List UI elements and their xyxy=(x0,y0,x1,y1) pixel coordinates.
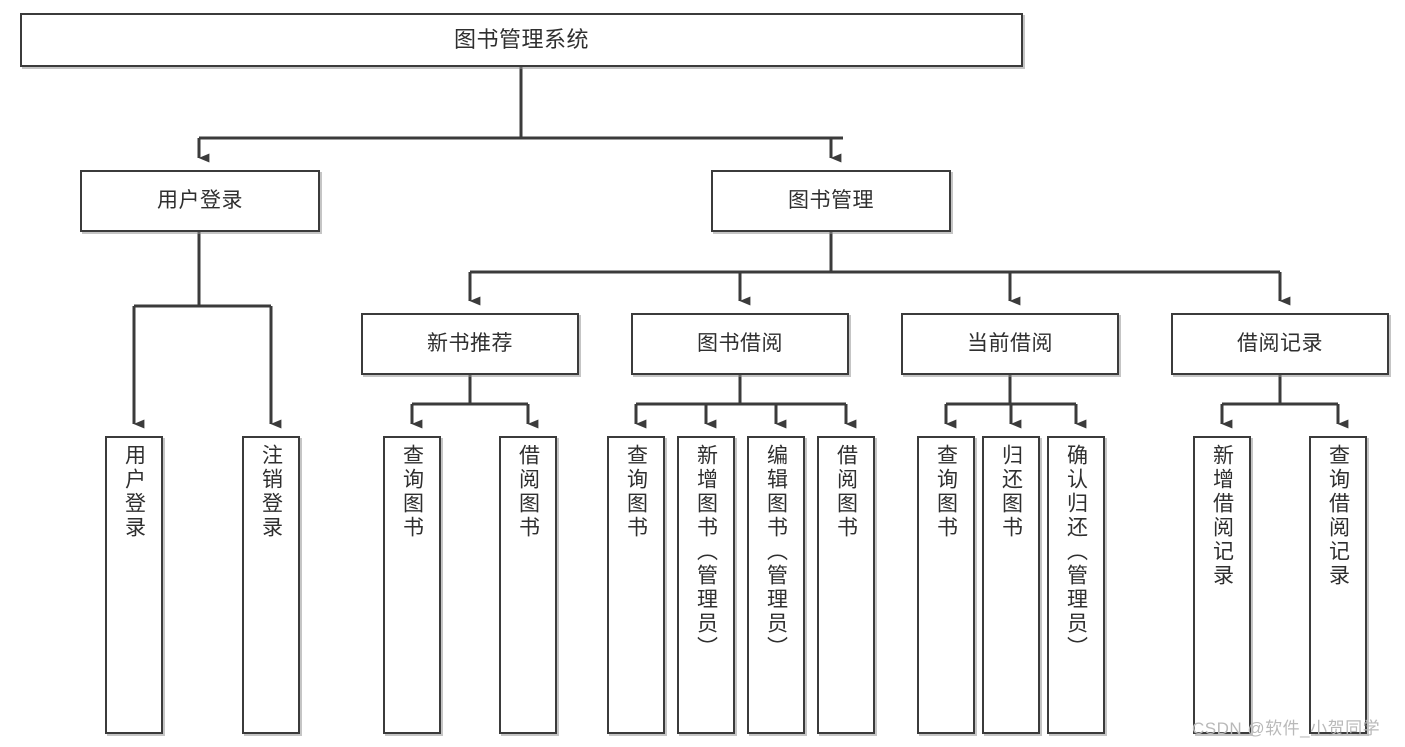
node-leaf-borrow-book-1[interactable]: 借阅图书 xyxy=(499,436,557,734)
node-leaf-borrow-book-1-label: 借阅图书 xyxy=(516,444,540,540)
node-leaf-query-book-2-label: 查询图书 xyxy=(624,444,648,540)
node-new-book-recommend-label: 新书推荐 xyxy=(427,332,513,356)
node-leaf-borrow-book-2[interactable]: 借阅图书 xyxy=(817,436,875,734)
watermark-text: CSDN @软件_小贺同学 xyxy=(1192,719,1381,738)
node-root-label: 图书管理系统 xyxy=(453,26,589,52)
node-root[interactable]: 图书管理系统 xyxy=(20,13,1023,67)
node-leaf-add-book[interactable]: 新增图书（管理员） xyxy=(677,436,735,734)
node-borrow-record-label: 借阅记录 xyxy=(1237,332,1323,356)
node-leaf-borrow-book-2-label: 借阅图书 xyxy=(834,444,858,540)
node-leaf-logout-login[interactable]: 注销登录 xyxy=(242,436,300,734)
node-leaf-query-book-3[interactable]: 查询图书 xyxy=(917,436,975,734)
node-current-borrow[interactable]: 当前借阅 xyxy=(901,313,1119,375)
node-user-login-label: 用户登录 xyxy=(157,189,243,213)
node-book-borrow[interactable]: 图书借阅 xyxy=(631,313,849,375)
node-leaf-return-book[interactable]: 归还图书 xyxy=(982,436,1040,734)
node-book-management[interactable]: 图书管理 xyxy=(711,170,951,232)
node-leaf-add-record[interactable]: 新增借阅记录 xyxy=(1193,436,1251,734)
node-leaf-edit-book-label: 编辑图书（管理员） xyxy=(764,444,788,660)
node-current-borrow-label: 当前借阅 xyxy=(967,332,1053,356)
node-book-management-label: 图书管理 xyxy=(788,189,874,213)
node-new-book-recommend[interactable]: 新书推荐 xyxy=(361,313,579,375)
node-leaf-user-login-label: 用户登录 xyxy=(122,444,146,540)
node-user-login[interactable]: 用户登录 xyxy=(80,170,320,232)
node-leaf-query-book-1-label: 查询图书 xyxy=(400,444,424,540)
node-book-borrow-label: 图书借阅 xyxy=(697,332,783,356)
node-leaf-add-book-label: 新增图书（管理员） xyxy=(694,444,718,660)
node-leaf-add-record-label: 新增借阅记录 xyxy=(1210,444,1234,588)
node-leaf-query-book-3-label: 查询图书 xyxy=(934,444,958,540)
node-leaf-query-book-1[interactable]: 查询图书 xyxy=(383,436,441,734)
node-leaf-query-book-2[interactable]: 查询图书 xyxy=(607,436,665,734)
node-leaf-query-record-label: 查询借阅记录 xyxy=(1326,444,1350,588)
node-leaf-confirm-return-label: 确认归还（管理员） xyxy=(1064,444,1088,660)
node-leaf-query-record[interactable]: 查询借阅记录 xyxy=(1309,436,1367,734)
node-leaf-edit-book[interactable]: 编辑图书（管理员） xyxy=(747,436,805,734)
node-leaf-user-login[interactable]: 用户登录 xyxy=(105,436,163,734)
node-borrow-record[interactable]: 借阅记录 xyxy=(1171,313,1389,375)
node-leaf-return-book-label: 归还图书 xyxy=(999,444,1023,540)
node-leaf-logout-login-label: 注销登录 xyxy=(259,444,283,540)
node-leaf-confirm-return[interactable]: 确认归还（管理员） xyxy=(1047,436,1105,734)
